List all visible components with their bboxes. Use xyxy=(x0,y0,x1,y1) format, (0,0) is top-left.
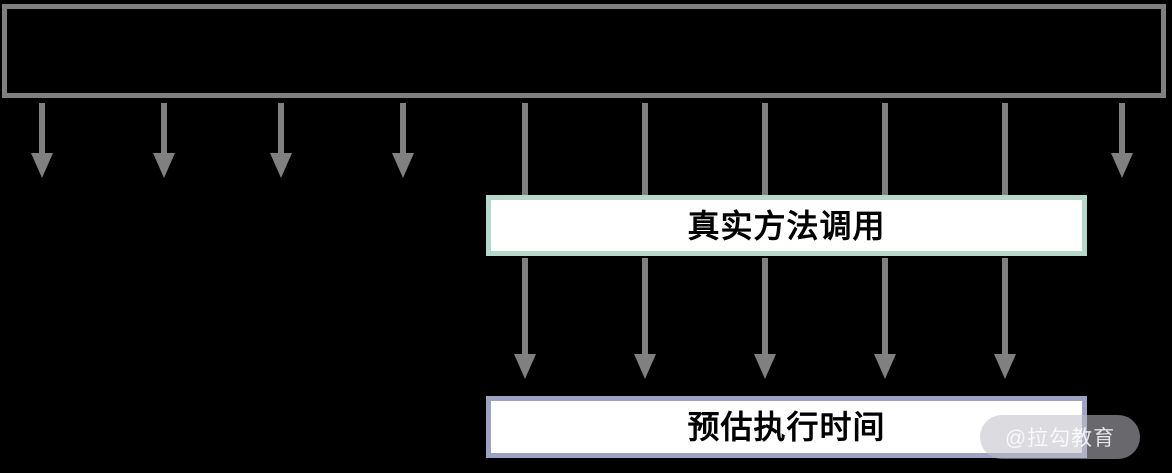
arrow-head-icon xyxy=(270,153,292,178)
arrow-head-icon xyxy=(994,354,1016,379)
real-method-call-box: 真实方法调用 xyxy=(486,195,1087,256)
arrow-head-icon xyxy=(31,153,53,178)
connector-14 xyxy=(874,258,896,379)
arrow-head-icon xyxy=(1111,153,1133,178)
connector-11 xyxy=(514,258,536,379)
arrow-head-icon xyxy=(153,153,175,178)
connector-9 xyxy=(994,103,1016,196)
connector-10 xyxy=(1111,103,1133,178)
connector-12 xyxy=(634,258,656,379)
connector-4 xyxy=(392,103,414,178)
arrow-head-icon xyxy=(634,354,656,379)
estimated-execution-time-box: 预估执行时间 xyxy=(486,396,1087,458)
connector-3 xyxy=(270,103,292,178)
connector-15 xyxy=(994,258,1016,379)
arrow-head-icon xyxy=(392,153,414,178)
connector-2 xyxy=(153,103,175,178)
connector-13 xyxy=(754,258,776,379)
connector-7 xyxy=(754,103,776,196)
connector-1 xyxy=(31,103,53,178)
estimated-execution-time-box-label: 预估执行时间 xyxy=(687,409,886,445)
container-box xyxy=(2,4,1166,98)
arrow-head-icon xyxy=(874,354,896,379)
arrow-head-icon xyxy=(754,354,776,379)
connector-6 xyxy=(634,103,656,196)
arrow-head-icon xyxy=(514,354,536,379)
connector-5 xyxy=(514,103,536,196)
connector-8 xyxy=(874,103,896,196)
real-method-call-box-label: 真实方法调用 xyxy=(687,207,886,244)
